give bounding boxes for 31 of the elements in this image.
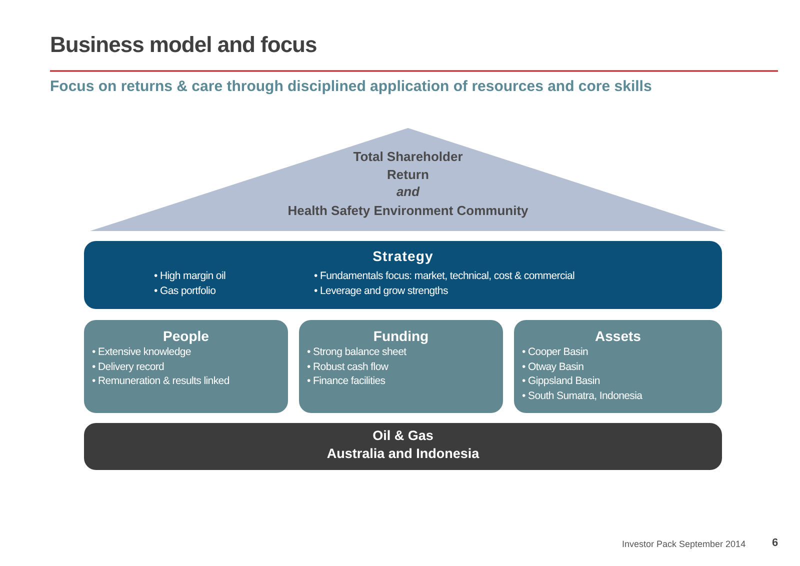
bullet-item: • Extensive knowledge — [92, 345, 192, 360]
bullet-item: • Otway Basin — [522, 360, 585, 374]
panel-heading: People — [162, 328, 210, 344]
bullet-item: • Robust cash flow — [307, 360, 390, 374]
bullet-item: • High margin oil — [154, 269, 226, 284]
roof-heading: Health Safety Environment Community — [286, 202, 530, 220]
footer-text: Investor Pack September 2014 — [622, 539, 746, 549]
bullet-item: • Cooper Basin — [522, 345, 590, 360]
subtitle: Focus on returns & care through disciplined application of resources and core skills — [50, 78, 652, 95]
foundation-bar — [84, 423, 722, 470]
bullet-item: • South Sumatra, Indonesia — [522, 388, 642, 403]
bullet-item: • Strong balance sheet — [307, 345, 406, 360]
pillar-panel — [514, 320, 722, 413]
bullet-item: • Gas portfolio — [154, 284, 217, 298]
bullet-item: • Gippsland Basin — [522, 374, 601, 388]
panel-heading: Funding — [372, 328, 430, 344]
page-title: Business model and focus — [50, 32, 317, 58]
pillar-panel — [84, 320, 288, 413]
bullet-item: • Leverage and grow strengths — [314, 284, 449, 298]
bullet-item: • Fundamentals focus: market, technical, cost & commercial — [314, 269, 575, 284]
connector-word: and — [395, 183, 421, 200]
panel-heading: Assets — [594, 328, 642, 344]
bullet-item: • Delivery record — [92, 360, 166, 374]
region-text: Australia and Indonesia — [326, 446, 480, 461]
bullet-item: • Finance facilities — [307, 374, 386, 388]
panel-heading: Strategy — [372, 248, 434, 264]
page-number: 6 — [772, 537, 778, 549]
bullet-item: • Remuneration & results linked — [92, 374, 230, 388]
strategy-panel — [84, 241, 722, 309]
band-heading: Oil & Gas — [372, 428, 434, 443]
pillar-panel — [299, 320, 503, 413]
